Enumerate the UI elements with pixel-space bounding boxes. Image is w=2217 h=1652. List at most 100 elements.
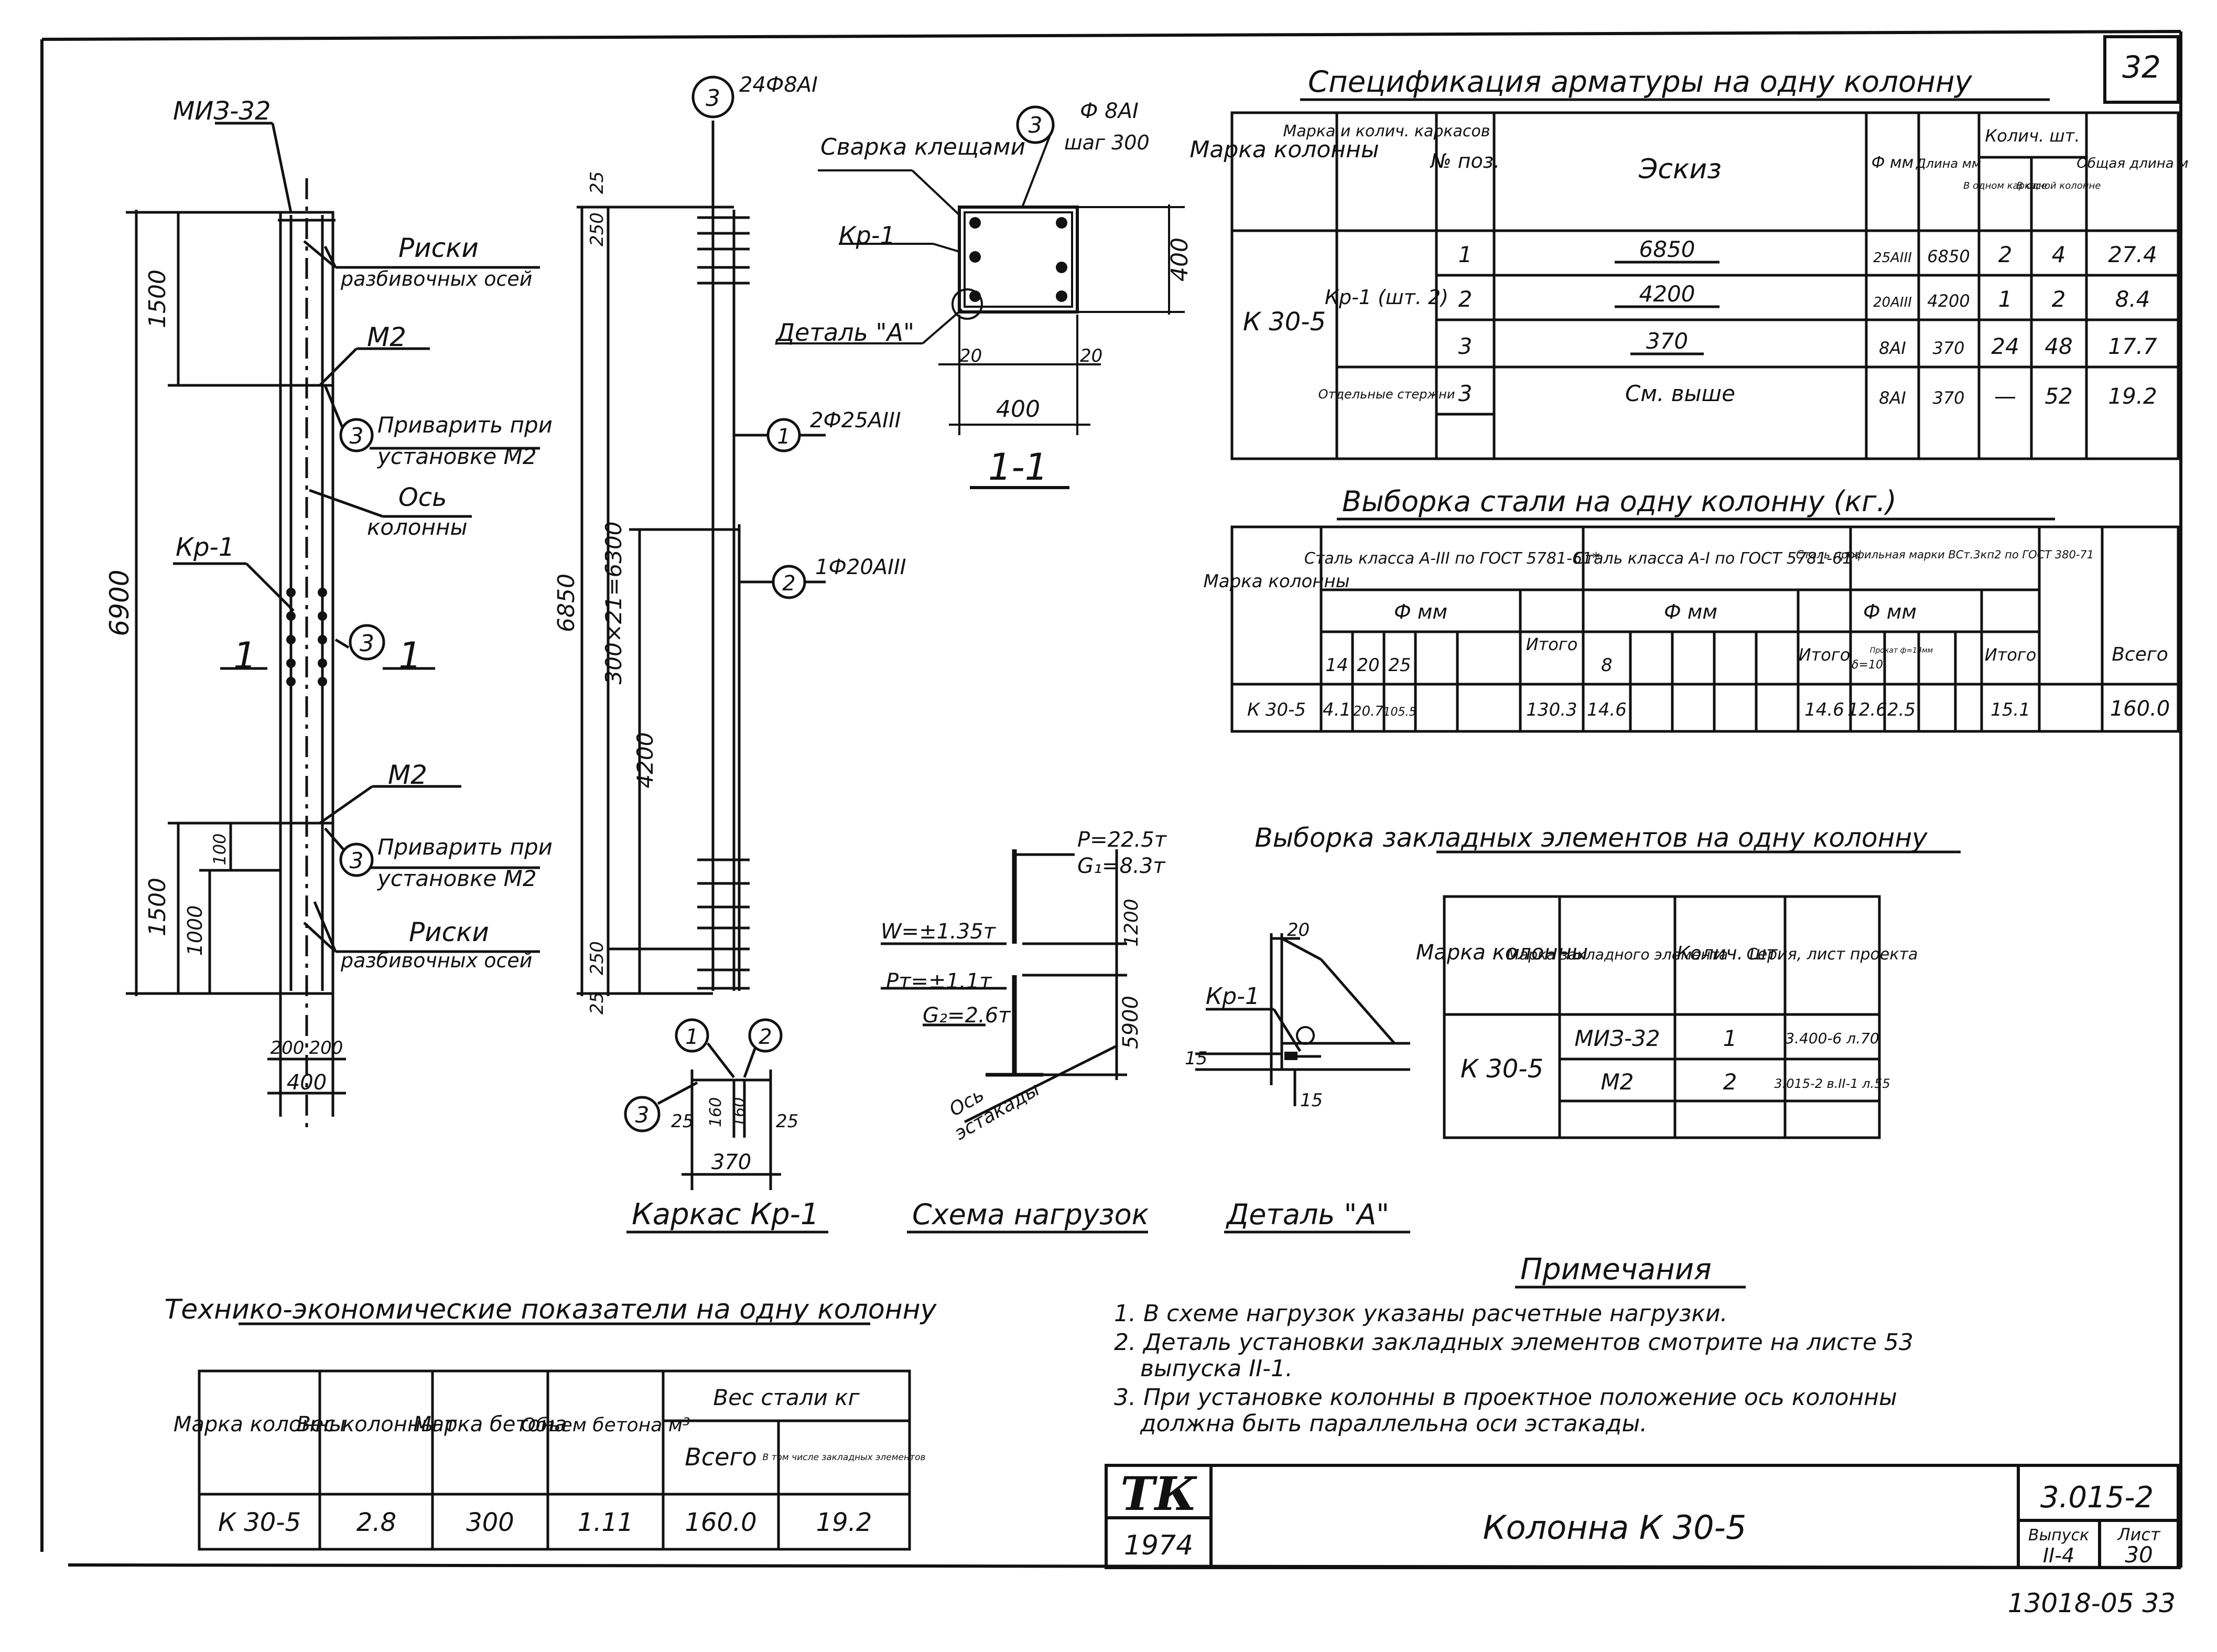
steel-h-p1: δ=10 bbox=[1852, 658, 1883, 672]
emb-h-mark: Марка колонны bbox=[1416, 941, 1588, 965]
spec-r1-q2: 4 bbox=[2052, 242, 2066, 267]
spec-table: Спецификация арматуры на одну колонну Ма… bbox=[1189, 65, 2189, 460]
emb-r2-series: 3.015-2 в.II-1 л.55 bbox=[1774, 1076, 1890, 1091]
label-sec-right: 1 bbox=[398, 634, 422, 677]
steel-h-itogo-3: Итого bbox=[1985, 645, 2037, 665]
steel-r-itogo2: 14.6 bbox=[1804, 699, 1844, 720]
tech-h-volume: Объем бетона м³ bbox=[521, 1415, 690, 1436]
steel-h-dia-1: Ф мм bbox=[1394, 600, 1447, 623]
stamp-year: 1974 bbox=[1124, 1530, 1193, 1561]
section-stirrup bbox=[964, 211, 1073, 308]
dim-400-section-h: 400 bbox=[996, 396, 1040, 423]
note-3: 3. При установке колонны в проектное пол… bbox=[1114, 1384, 1897, 1411]
steel-h-8: 8 bbox=[1601, 655, 1613, 676]
steel-r-p1: 12.6 bbox=[1847, 699, 1887, 720]
emb-h-el: Марка закладного элемента bbox=[1507, 946, 1728, 963]
label-p: P=22.5т bbox=[1077, 828, 1167, 852]
tech-title: Технико-экономические показатели на одну… bbox=[165, 1294, 937, 1325]
dim-400-section-v: 400 bbox=[1166, 237, 1193, 282]
tech-r-concrete: 300 bbox=[466, 1508, 514, 1537]
note-1: 1. В схеме нагрузок указаны расчетные на… bbox=[1114, 1300, 1728, 1327]
detail-a-callout bbox=[951, 288, 983, 320]
spec-r2-len: 4200 bbox=[1927, 291, 1970, 311]
steel-h-dia-2: Ф мм bbox=[1664, 600, 1717, 623]
pos3-badge-top: 3 bbox=[350, 423, 364, 449]
spec-r2-total: 8.4 bbox=[2115, 286, 2150, 312]
load-scheme: P=22.5т G₁=8.3т W=±1.35т Pт=±1.1т G₂=2.6… bbox=[881, 828, 1167, 1234]
pos-badge-2-frame bbox=[772, 565, 806, 599]
spec-r3-q1: 24 bbox=[1991, 333, 2019, 359]
emb-h-qty: Колич. шт. bbox=[1677, 943, 1783, 964]
label-weld1-top: Приварить при bbox=[377, 412, 553, 438]
spec-h-total: Общая длина м bbox=[2077, 156, 2188, 171]
dim-20-detail: 20 bbox=[1287, 920, 1310, 941]
steel-h-20: 20 bbox=[1357, 655, 1379, 676]
emb-column: К 30-5 bbox=[1461, 1054, 1543, 1084]
spec-r3-pos: 3 bbox=[1458, 333, 1473, 359]
steel-r-8: 14.6 bbox=[1587, 699, 1627, 720]
spec-row-4: 3 См. выше 8АI 370 — 52 19.2 bbox=[1458, 381, 2157, 409]
dim-1200: 1200 bbox=[1121, 899, 1142, 947]
tech-h-incl: В том числе закладных элементов bbox=[763, 1452, 926, 1463]
label-1f20: 1Ф20АIII bbox=[815, 555, 906, 579]
spec-r1-dia: 25АIII bbox=[1873, 250, 1912, 266]
label-kr1-col: Кр-1 bbox=[176, 533, 234, 562]
steel-r-total: 160.0 bbox=[2110, 697, 2170, 721]
spec-row-2: 2 4200 20АIII 4200 1 2 8.4 bbox=[1458, 281, 2150, 312]
spec-r4-dia: 8АI bbox=[1879, 388, 1906, 408]
emb-r2-qty: 2 bbox=[1723, 1069, 1737, 1095]
label-shag: шаг 300 bbox=[1064, 131, 1150, 154]
spec-title: Спецификация арматуры на одну колонну bbox=[1308, 65, 1972, 99]
dim-160-right: 160 bbox=[730, 1097, 749, 1127]
dim-1000: 1000 bbox=[183, 905, 207, 956]
label-svarka: Сварка клещами bbox=[820, 134, 1025, 160]
spec-r1-q1: 2 bbox=[1998, 242, 2013, 267]
column-elevation: МИЗ-32 Риски разбивочных осей М2 3 Прива… bbox=[104, 96, 553, 1127]
spec-r4-total: 19.2 bbox=[2108, 383, 2157, 409]
section-title: 1-1 bbox=[988, 446, 1048, 489]
title-block: ТК 1974 Колонна К 30-5 3.015-2 Выпуск Ли… bbox=[1105, 1464, 2180, 1569]
dim-250-top: 250 bbox=[587, 212, 608, 246]
tech-r-volume: 1.11 bbox=[578, 1508, 634, 1537]
embedded-table: Выборка закладных элементов на одну коло… bbox=[1255, 823, 1961, 1139]
steel-h-dia-3: Ф мм bbox=[1863, 600, 1917, 623]
spec-r4-q1: — bbox=[1994, 383, 2016, 409]
spec-r4-q2: 52 bbox=[2045, 383, 2072, 409]
page-number: 32 bbox=[2122, 49, 2161, 85]
caption-loads: Схема нагрузок bbox=[912, 1198, 1149, 1231]
frame-n2: 2 bbox=[782, 571, 795, 596]
label-weld2-top: установке М2 bbox=[376, 444, 537, 469]
steel-row: К 30-5 4.1 20.7 105.5 130.3 14.6 14.6 12… bbox=[1247, 697, 2170, 721]
label-detail-a-ref: Деталь "А" bbox=[775, 318, 914, 347]
detail-a: Кр-1 20 15 15 Деталь "А" bbox=[1185, 920, 1410, 1234]
spec-h-sketch: Эскиз bbox=[1638, 154, 1722, 185]
dim-100: 100 bbox=[210, 833, 230, 865]
label-weld1-bottom: Приварить при bbox=[377, 834, 553, 860]
frame-n1: 1 bbox=[777, 425, 790, 449]
tech-r-weight: 2.8 bbox=[356, 1508, 396, 1537]
spec-r2-sketch: 4200 bbox=[1639, 281, 1695, 307]
label-miz32: МИЗ-32 bbox=[173, 96, 271, 126]
dim-200-left: 200 bbox=[271, 1038, 305, 1059]
steel-h-a1: Сталь класса А-I по ГОСТ 5781-61* bbox=[1574, 549, 1861, 568]
spec-row-3: 3 370 8АI 370 24 48 17.7 bbox=[1458, 328, 2157, 359]
tech-r-total: 160.0 bbox=[685, 1508, 756, 1537]
steel-title: Выборка стали на одну колонну (кг.) bbox=[1342, 485, 1897, 518]
spec-h-dia: Ф мм bbox=[1872, 154, 1914, 172]
label-kr1-section: Кр-1 bbox=[839, 221, 895, 250]
spec-r3-sketch: 370 bbox=[1646, 328, 1688, 354]
stamp-sheet: 30 bbox=[2125, 1542, 2153, 1568]
dim-1500-top: 1500 bbox=[144, 269, 171, 328]
dim-6900: 6900 bbox=[104, 569, 135, 636]
label-pt: Pт=±1.1т bbox=[886, 969, 992, 994]
label-g1: G₁=8.3т bbox=[1077, 854, 1166, 878]
dim-160-left: 160 bbox=[707, 1097, 725, 1127]
spec-column: К 30-5 bbox=[1243, 307, 1326, 337]
steel-h-mark: Марка колонны bbox=[1203, 571, 1349, 592]
frame-kr1: 3 24Ф8АI 1 2Ф25АIII 2 1Ф20АIII 25 250 68… bbox=[553, 73, 906, 1234]
spec-r1-len: 6850 bbox=[1927, 246, 1970, 266]
label-g2: G₂=2.6т bbox=[923, 1003, 1011, 1028]
label-riski-bottom: Риски bbox=[409, 917, 489, 947]
dim-1500-bottom: 1500 bbox=[144, 878, 171, 936]
